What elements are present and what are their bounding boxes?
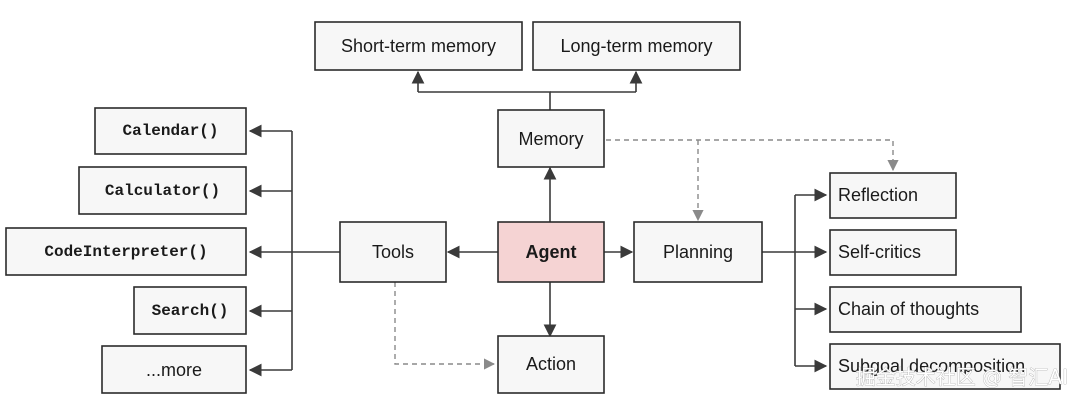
agent-label: Agent <box>526 242 577 262</box>
action-label: Action <box>526 354 576 374</box>
search-label: Search() <box>152 302 229 320</box>
edges <box>248 70 828 377</box>
subgoal-decomposition-box: Subgoal decomposition <box>829 343 1061 390</box>
long-term-memory-label: Long-term memory <box>560 36 712 56</box>
self-critics-label: Self-critics <box>838 242 921 262</box>
chain-of-thoughts-label: Chain of thoughts <box>838 299 979 319</box>
calendar-box: Calendar() <box>94 107 247 155</box>
more-box: ...more <box>101 345 247 394</box>
calculator-label: Calculator() <box>105 182 220 200</box>
action-box: Action <box>497 335 605 394</box>
edge-memory-split <box>418 91 551 110</box>
calculator-box: Calculator() <box>78 166 247 215</box>
calendar-label: Calendar() <box>122 122 218 140</box>
memory-label: Memory <box>518 129 583 149</box>
reflection-label: Reflection <box>838 185 918 205</box>
search-box: Search() <box>133 286 247 335</box>
short-term-memory-box: Short-term memory <box>314 21 523 71</box>
planning-box: Planning <box>633 221 763 283</box>
long-term-memory-box: Long-term memory <box>532 21 741 71</box>
chain-of-thoughts-box: Chain of thoughts <box>829 286 1022 333</box>
dashed-edges <box>394 139 899 370</box>
dashed-tools-action <box>394 282 496 370</box>
code-interpreter-label: CodeInterpreter() <box>44 243 207 261</box>
code-interpreter-box: CodeInterpreter() <box>5 227 247 276</box>
tools-label: Tools <box>372 242 414 262</box>
subgoal-decomposition-label: Subgoal decomposition <box>838 356 1025 376</box>
self-critics-box: Self-critics <box>829 229 957 276</box>
tools-box: Tools <box>339 221 447 283</box>
agent-box: Agent <box>497 221 605 283</box>
reflection-box: Reflection <box>829 172 957 219</box>
dashed-memory-reflection <box>606 139 899 172</box>
short-term-memory-label: Short-term memory <box>341 36 496 56</box>
more-label: ...more <box>146 360 202 380</box>
memory-box: Memory <box>497 109 605 168</box>
watermark-text: 掘金技术社区 @ 智汇AI <box>856 365 1068 389</box>
planning-label: Planning <box>663 242 733 262</box>
